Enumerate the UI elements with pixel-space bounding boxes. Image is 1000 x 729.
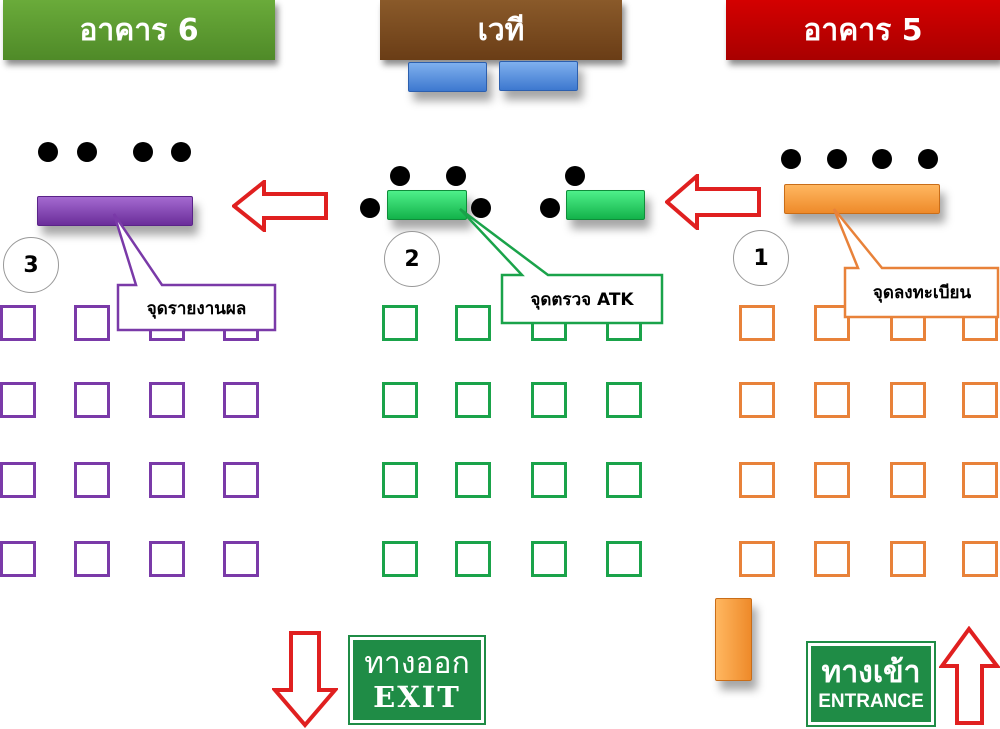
staff-dot [171,142,191,162]
seat [0,462,36,498]
staff-dot [540,198,560,218]
atk-table-left [387,190,467,220]
seat [962,382,998,418]
seat [814,462,850,498]
seat [223,382,259,418]
results-callout-shape [112,213,277,332]
seat [74,382,110,418]
entrance-arrow-up [939,626,1000,725]
seat [890,462,926,498]
registration-callout-label: จุดลงทะเบียน [872,282,972,303]
seat [382,382,418,418]
atk-table-right [566,190,645,220]
step-1-circle: 1 [733,230,789,286]
staff-dot [390,166,410,186]
atk-callout-label: จุดตรวจ ATK [530,289,634,310]
seat [814,541,850,577]
seat [0,305,36,341]
atk-callout-shape [459,208,664,325]
seat [739,305,775,341]
seat [74,305,110,341]
seat [455,541,491,577]
seat [0,382,36,418]
seat [149,541,185,577]
seat [0,541,36,577]
seat [890,541,926,577]
step-2-number: 2 [404,246,420,272]
seat [890,382,926,418]
entrance-sign: ทางเข้า ENTRANCE [806,641,936,727]
step-1-number: 1 [753,245,769,271]
step-2-circle: 2 [384,231,440,287]
seat [606,462,642,498]
step-3-number: 3 [23,252,39,278]
flow-arrow-left [665,174,761,230]
exit-sign: ทางออก EXIT [348,635,486,725]
registration-table [784,184,940,214]
seat [455,305,491,341]
stage-block-right [499,61,578,91]
registration-callout-shape [832,208,1000,319]
flow-arrow-left [232,180,328,232]
results-callout-label: จุดรายงานผล [146,298,247,319]
staff-dot [77,142,97,162]
seat [223,462,259,498]
seat [455,382,491,418]
exit-sign-english: EXIT [373,679,461,714]
entrance-sign-english: ENTRANCE [818,690,924,712]
staff-dot [360,198,380,218]
seat [606,541,642,577]
building5-header-label: อาคาร 5 [803,12,923,48]
seat [149,382,185,418]
seat [962,462,998,498]
stage-header: เวที [380,0,622,60]
seat [814,382,850,418]
seat [739,382,775,418]
seat [74,462,110,498]
seat [455,462,491,498]
seat [74,541,110,577]
seat [531,382,567,418]
staff-dot [446,166,466,186]
staff-dot [565,166,585,186]
staff-dot [38,142,58,162]
stage-header-label: เวที [477,12,525,48]
seat [382,305,418,341]
seat [606,382,642,418]
seat [531,462,567,498]
entrance-sign-thai: ทางเข้า [821,654,921,690]
entrance-table-vertical [715,598,752,681]
seat [149,462,185,498]
seat [739,462,775,498]
staff-dot [918,149,938,169]
staff-dot [827,149,847,169]
staff-dot [133,142,153,162]
building6-header-label: อาคาร 6 [79,12,199,48]
stage-block-left [408,62,487,92]
seat [223,541,259,577]
seat [382,462,418,498]
staff-dot [781,149,801,169]
seat [382,541,418,577]
exit-sign-thai: ทางออก [364,645,470,681]
exit-arrow-down [272,631,338,728]
seat [962,541,998,577]
building5-header: อาคาร 5 [726,0,1000,60]
building6-header: อาคาร 6 [3,0,275,60]
staff-dot [471,198,491,218]
step-3-circle: 3 [3,237,59,293]
seat [531,541,567,577]
staff-dot [872,149,892,169]
seat [739,541,775,577]
